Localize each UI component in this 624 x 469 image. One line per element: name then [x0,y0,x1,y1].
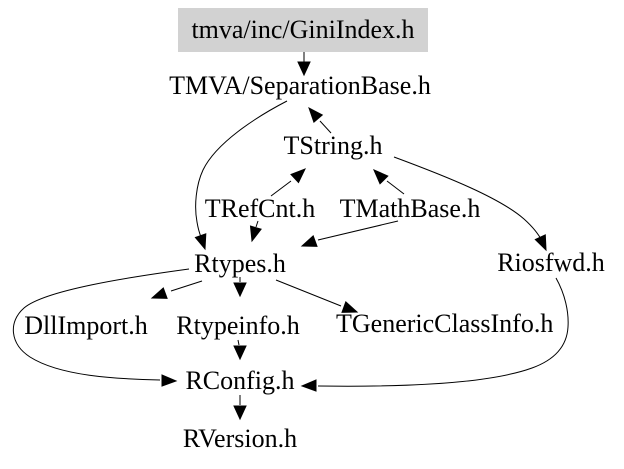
node-separation-base[interactable]: TMVA/SeparationBase.h [169,71,431,100]
edge-tmathbase-tstring [373,169,405,195]
node-riosfwd[interactable]: Riosfwd.h [497,248,605,277]
edge-rtypes-dllimport [150,280,203,299]
node-rversion[interactable]: RVersion.h [182,424,298,453]
node-gini-index[interactable]: tmva/inc/GiniIndex.h [178,8,428,52]
node-rtypes[interactable]: Rtypes.h [194,249,286,278]
edge-sep-rtypes [194,100,288,251]
node-tmathbase[interactable]: TMathBase.h [339,194,481,223]
node-tstring[interactable]: TString.h [283,131,383,160]
node-rtypeinfo[interactable]: Rtypeinfo.h [176,311,300,340]
edge-tstring-sep [308,106,332,134]
node-tgenericclassinfo[interactable]: TGenericClassInfo.h [336,309,554,338]
edge-trefcnt-rtypes [249,220,262,243]
edge-riosfwd-rconfig [300,277,569,392]
edge-tmathbase-rtypes [300,220,399,247]
edge-tstring-riosfwd [393,156,547,252]
edge-gini-sep [297,52,311,77]
edge-trefcnt-tstring [270,168,307,197]
node-dllimport[interactable]: DllImport.h [24,311,148,340]
edge-rtypes-rtypeinfo [233,277,247,298]
node-rconfig[interactable]: RConfig.h [185,366,295,395]
edge-rtypes-rconfig [12,268,190,387]
node-trefcnt[interactable]: TRefCnt.h [204,194,316,223]
edge-rtypes-tgeneric [275,279,359,313]
edge-rtypeinfo-rconfig [233,339,247,361]
edge-rconfig-rversion [233,395,247,421]
